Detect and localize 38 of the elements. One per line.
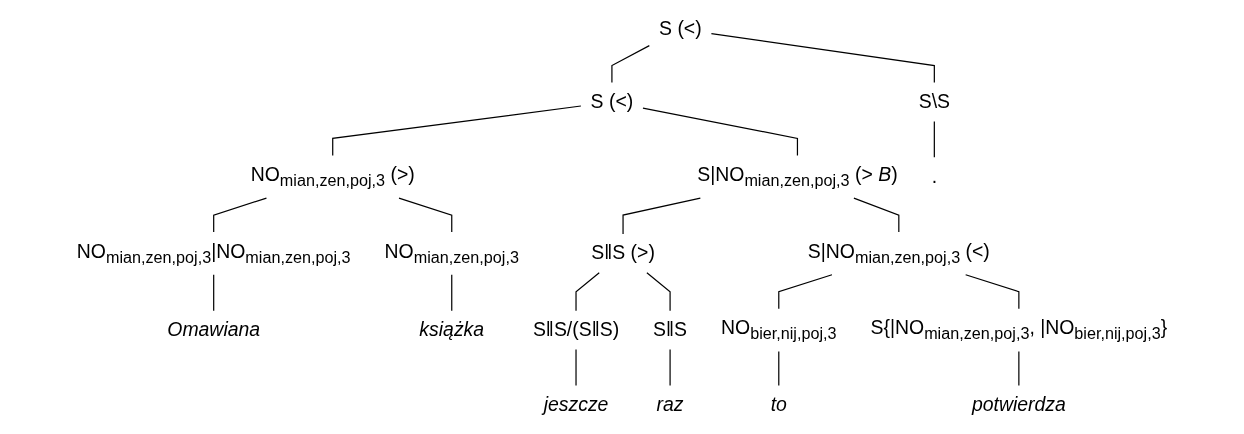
connector	[622, 197, 701, 235]
node-text: S{|NO$_{mian,zen,poj,3}$, |NO$_{bier,nij,poj,3}$}	[870, 317, 1168, 343]
node-text: NO$_{bier,nij,poj,3}$	[721, 317, 837, 343]
connector	[965, 274, 1020, 310]
connector	[213, 197, 268, 233]
connector	[646, 272, 671, 312]
connector	[611, 45, 650, 84]
node-text: S‖S/(S‖S)	[532, 319, 620, 340]
node-text: NO$_{mian,zen,poj,3}$|NO$_{mian,zen,poj,3}$	[76, 240, 351, 267]
connector	[642, 107, 799, 156]
connector	[398, 197, 453, 233]
node-text: S‖S	[653, 319, 688, 340]
connector	[778, 274, 833, 310]
node-text: S‖S (>)	[591, 242, 655, 264]
node-text: S (<)	[590, 91, 634, 112]
node-text: S|NO$_{mian,zen,poj,3}$ (<)	[807, 240, 990, 267]
node-text: S|NO$_{mian,zen,poj,3}$ (> B)	[697, 163, 898, 190]
node-text: raz	[656, 393, 684, 415]
node-text: .	[931, 165, 938, 187]
connector	[853, 197, 900, 233]
connector	[778, 350, 780, 387]
connector	[933, 120, 935, 158]
connector	[213, 274, 215, 312]
node-text: Omawiana	[167, 319, 261, 340]
node-text: S (<)	[659, 18, 702, 39]
connector	[669, 348, 671, 387]
connector	[1018, 350, 1020, 387]
node-text: NO$_{mian,zen,poj,3}$	[384, 240, 519, 267]
connector	[332, 105, 582, 156]
node-text: NO$_{mian,zen,poj,3}$ (>)	[250, 163, 415, 190]
node-text: książka	[419, 319, 485, 340]
node-text: to	[770, 393, 787, 415]
node-text: jeszcze	[543, 393, 609, 415]
connector	[710, 32, 935, 84]
connector	[575, 272, 600, 312]
node-text: potwierdza	[971, 393, 1066, 415]
node-text: S\S	[918, 91, 950, 112]
connector	[451, 274, 453, 312]
